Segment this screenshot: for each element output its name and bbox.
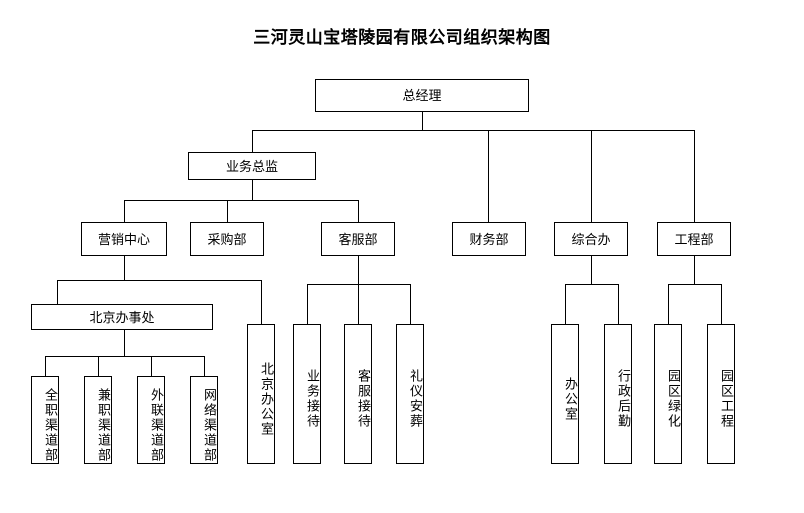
node-network-channel-dept[interactable]: 网络渠道部 [190,376,218,464]
connector-go-to-office [565,284,566,324]
connector-marketing-stub [124,256,125,280]
connector-gm-to-business-director [252,130,253,152]
node-business-reception[interactable]: 业务接待 [293,324,321,464]
node-general-office-label: 综合办 [571,231,611,247]
node-finance-dept[interactable]: 财务部 [452,222,526,256]
node-parttime-channel-dept-label: 兼职渠道部 [96,387,111,463]
connector-bd-bus [124,200,359,201]
node-ceremony-burial-label: 礼仪安葬 [408,369,423,429]
node-purchasing-dept[interactable]: 采购部 [190,222,264,256]
node-fulltime-channel-dept-label: 全职渠道部 [43,387,58,463]
node-admin-logistics-label: 行政后勤 [616,369,631,429]
node-business-director-label: 业务总监 [225,158,278,174]
connector-bjoffice-to-parttime [98,356,99,376]
node-engineering-dept-label: 工程部 [674,231,714,247]
node-customer-reception[interactable]: 客服接待 [344,324,372,464]
node-beijing-office-room-label: 北京办公室 [259,361,274,437]
connector-bd-to-purchasing [227,200,228,222]
node-marketing-center-label: 营销中心 [97,231,150,247]
node-office-label: 办公室 [563,376,578,422]
connector-bjoffice-to-network [204,356,205,376]
node-liaison-channel-dept-label: 外联渠道部 [149,387,164,463]
node-general-manager-label: 总经理 [402,88,442,103]
node-admin-logistics[interactable]: 行政后勤 [604,324,632,464]
page-title: 三河灵山宝塔陵园有限公司组织架构图 [253,28,551,47]
connector-marketing-bus [57,280,261,281]
node-business-reception-label: 业务接待 [305,369,320,429]
connector-eng-stub [694,256,695,284]
connector-cs-to-business-reception [307,284,308,324]
node-fulltime-channel-dept[interactable]: 全职渠道部 [31,376,59,464]
connector-bjoffice-bus [45,356,204,357]
connector-eng-bus [668,284,721,285]
node-marketing-center[interactable]: 营销中心 [81,222,167,256]
connector-gm-bus [252,130,694,131]
connector-go-to-admin [618,284,619,324]
node-customer-service-dept[interactable]: 客服部 [321,222,395,256]
connector-go-bus [565,284,618,285]
connector-cs-to-ceremony [410,284,411,324]
node-engineering-dept[interactable]: 工程部 [657,222,731,256]
connector-bjoffice-stub [124,330,125,356]
connector-marketing-to-beijing-office [57,280,58,304]
node-parttime-channel-dept[interactable]: 兼职渠道部 [84,376,112,464]
node-liaison-channel-dept[interactable]: 外联渠道部 [137,376,165,464]
node-park-greening[interactable]: 园区绿化 [654,324,682,464]
node-purchasing-dept-label: 采购部 [207,231,247,247]
connector-gm-to-engineering [694,130,695,222]
node-finance-dept-label: 财务部 [469,231,509,247]
node-ceremony-burial[interactable]: 礼仪安葬 [396,324,424,464]
node-customer-reception-label: 客服接待 [356,369,371,429]
node-office[interactable]: 办公室 [551,324,579,464]
node-park-greening-label: 园区绿化 [666,369,681,429]
node-park-engineering[interactable]: 园区工程 [707,324,735,464]
connector-gm-to-general-office [591,130,592,222]
connector-cs-to-customer-reception [358,284,359,324]
connector-gm-to-finance [488,130,489,222]
node-network-channel-dept-label: 网络渠道部 [202,387,217,463]
connector-gm-stub [422,112,423,130]
connector-marketing-to-beijing-room [261,280,262,324]
node-beijing-office[interactable]: 北京办事处 [31,304,213,330]
connector-cs-stub [358,256,359,284]
connector-bjoffice-to-liaison [151,356,152,376]
connector-bd-stub [252,180,253,200]
connector-eng-to-park-eng [721,284,722,324]
node-beijing-office-room[interactable]: 北京办公室 [247,324,275,464]
node-general-manager[interactable]: 总经理 [315,79,529,112]
node-park-engineering-label: 园区工程 [719,369,734,429]
node-general-office[interactable]: 综合办 [554,222,628,256]
connector-eng-to-greening [668,284,669,324]
node-customer-service-dept-label: 客服部 [338,231,378,247]
node-beijing-office-label: 北京办事处 [89,309,155,325]
connector-bd-to-customer-service [358,200,359,222]
connector-bd-to-marketing [124,200,125,222]
node-business-director[interactable]: 业务总监 [188,152,316,180]
connector-go-stub [591,256,592,284]
connector-bjoffice-to-fulltime [45,356,46,376]
